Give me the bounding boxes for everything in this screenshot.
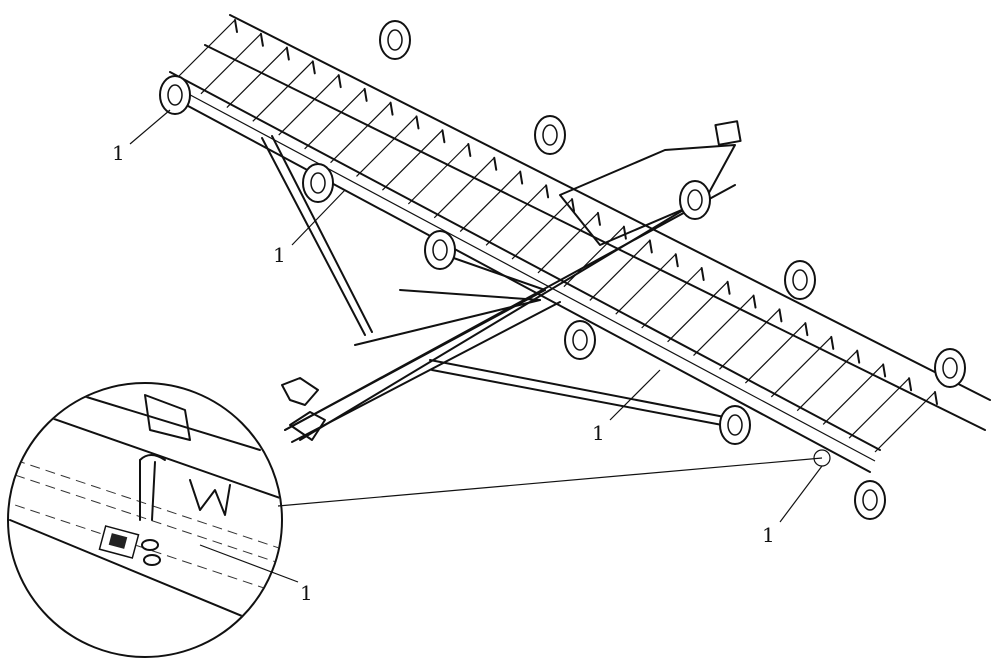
shank bbox=[259, 32, 264, 47]
shank bbox=[700, 267, 705, 281]
shank bbox=[830, 335, 835, 350]
callouts: 1 1 1 1 1 bbox=[112, 109, 823, 605]
main-toolbar-frame bbox=[161, 14, 991, 473]
cross-member bbox=[433, 157, 495, 219]
cross-member bbox=[485, 184, 547, 246]
wheel bbox=[719, 405, 751, 445]
wheel bbox=[159, 75, 191, 115]
detail-magnified-view bbox=[7, 382, 831, 658]
cross-member bbox=[563, 226, 625, 288]
gauge-wheels bbox=[159, 20, 966, 520]
wheel bbox=[424, 230, 456, 270]
shank bbox=[726, 280, 731, 295]
shank bbox=[571, 198, 576, 213]
shank-cross-members bbox=[174, 19, 938, 453]
cross-member bbox=[589, 240, 651, 301]
callout-label: 1 bbox=[273, 243, 286, 267]
shank bbox=[519, 170, 524, 185]
shank bbox=[882, 363, 887, 378]
shank bbox=[285, 46, 290, 61]
shank bbox=[493, 156, 498, 171]
cross-member bbox=[796, 350, 858, 412]
shank bbox=[804, 322, 809, 337]
wheel bbox=[784, 260, 816, 300]
cross-member bbox=[278, 74, 340, 136]
shank bbox=[674, 253, 679, 268]
callout-label: 1 bbox=[112, 141, 125, 165]
shank bbox=[648, 239, 653, 254]
wheel bbox=[534, 115, 566, 155]
cross-member bbox=[615, 253, 677, 315]
shank bbox=[337, 74, 342, 89]
shank bbox=[778, 308, 783, 323]
shank bbox=[856, 349, 861, 364]
cross-member bbox=[381, 129, 443, 191]
cross-member bbox=[252, 60, 314, 122]
shank bbox=[234, 19, 238, 33]
shank bbox=[908, 377, 913, 392]
cross-member bbox=[511, 198, 573, 260]
wheel bbox=[379, 20, 411, 60]
wheel bbox=[854, 480, 886, 520]
callout-label: 1 bbox=[592, 421, 605, 445]
cross-member bbox=[356, 116, 417, 177]
cross-member bbox=[641, 267, 703, 329]
wheel bbox=[934, 348, 966, 388]
callout-label: 1 bbox=[300, 581, 313, 605]
shank bbox=[389, 101, 394, 116]
cross-member bbox=[770, 336, 832, 398]
shank bbox=[311, 60, 316, 75]
center-frame bbox=[261, 120, 742, 443]
shank bbox=[467, 143, 472, 157]
cross-member bbox=[407, 143, 469, 205]
cross-member bbox=[537, 212, 599, 274]
shank bbox=[415, 115, 420, 130]
wheel bbox=[679, 180, 711, 220]
cross-member bbox=[200, 33, 262, 95]
shank bbox=[622, 225, 627, 240]
callout-label: 1 bbox=[762, 523, 775, 547]
cross-member bbox=[744, 322, 806, 384]
cross-member bbox=[693, 295, 754, 356]
shank bbox=[596, 211, 601, 226]
shank bbox=[545, 184, 550, 199]
wheel bbox=[302, 163, 334, 203]
cross-member bbox=[330, 102, 391, 164]
cross-member bbox=[226, 47, 288, 108]
shank bbox=[934, 391, 938, 405]
wheel bbox=[564, 320, 596, 360]
cross-member bbox=[874, 391, 936, 453]
cross-member bbox=[667, 281, 729, 343]
cross-member bbox=[174, 19, 236, 81]
cross-member bbox=[848, 377, 910, 439]
shank bbox=[441, 129, 446, 144]
cross-member bbox=[304, 88, 366, 150]
shank bbox=[752, 294, 757, 309]
cross-member bbox=[459, 171, 521, 232]
cross-member bbox=[719, 308, 780, 370]
shank bbox=[363, 87, 368, 102]
cross-member bbox=[822, 364, 884, 425]
